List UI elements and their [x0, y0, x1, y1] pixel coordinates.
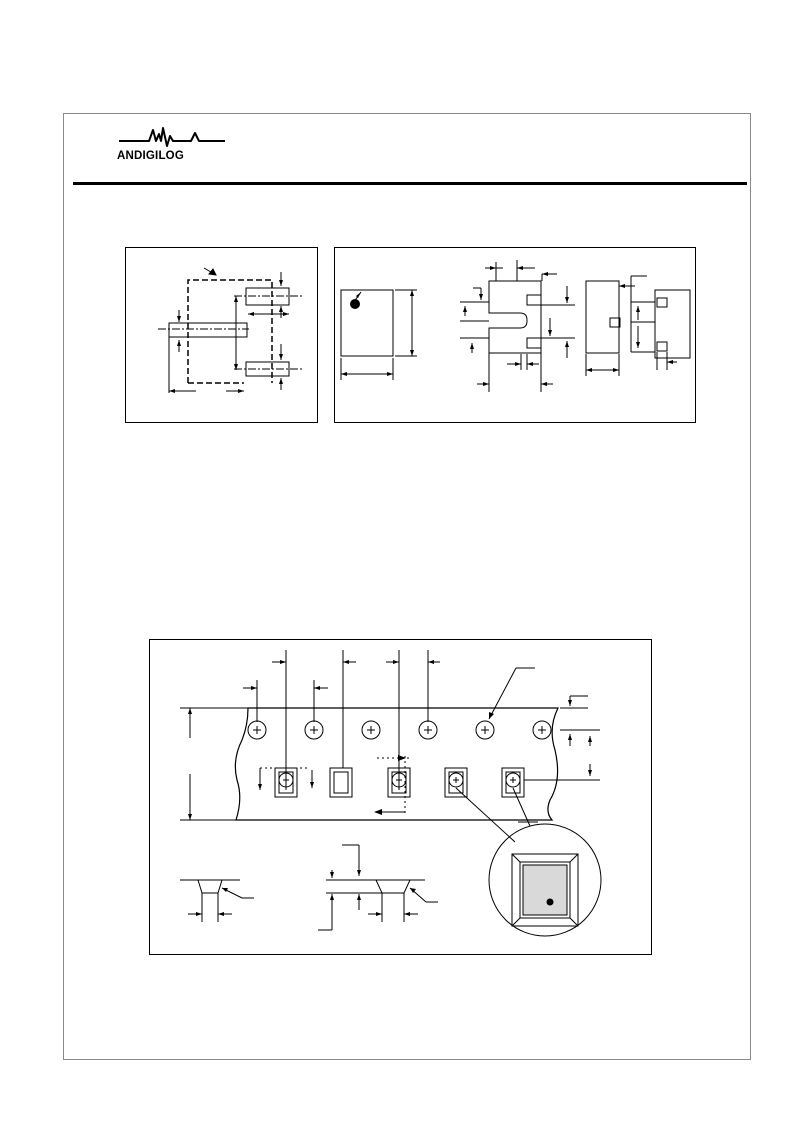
land-pattern-diagram	[125, 247, 318, 423]
carrier-tape-drawing	[180, 650, 602, 937]
andigilog-logo: ANDIGILOG	[117, 124, 229, 164]
land-pattern-drawing	[158, 267, 302, 393]
header-rule	[73, 182, 747, 185]
carrier-tape-diagram	[149, 639, 652, 955]
page-frame	[63, 113, 751, 1060]
package-outline-drawing	[340, 260, 691, 392]
logo-wordmark: ANDIGILOG	[117, 150, 184, 162]
waveform-icon	[119, 127, 225, 147]
package-outline-diagram	[334, 247, 696, 423]
